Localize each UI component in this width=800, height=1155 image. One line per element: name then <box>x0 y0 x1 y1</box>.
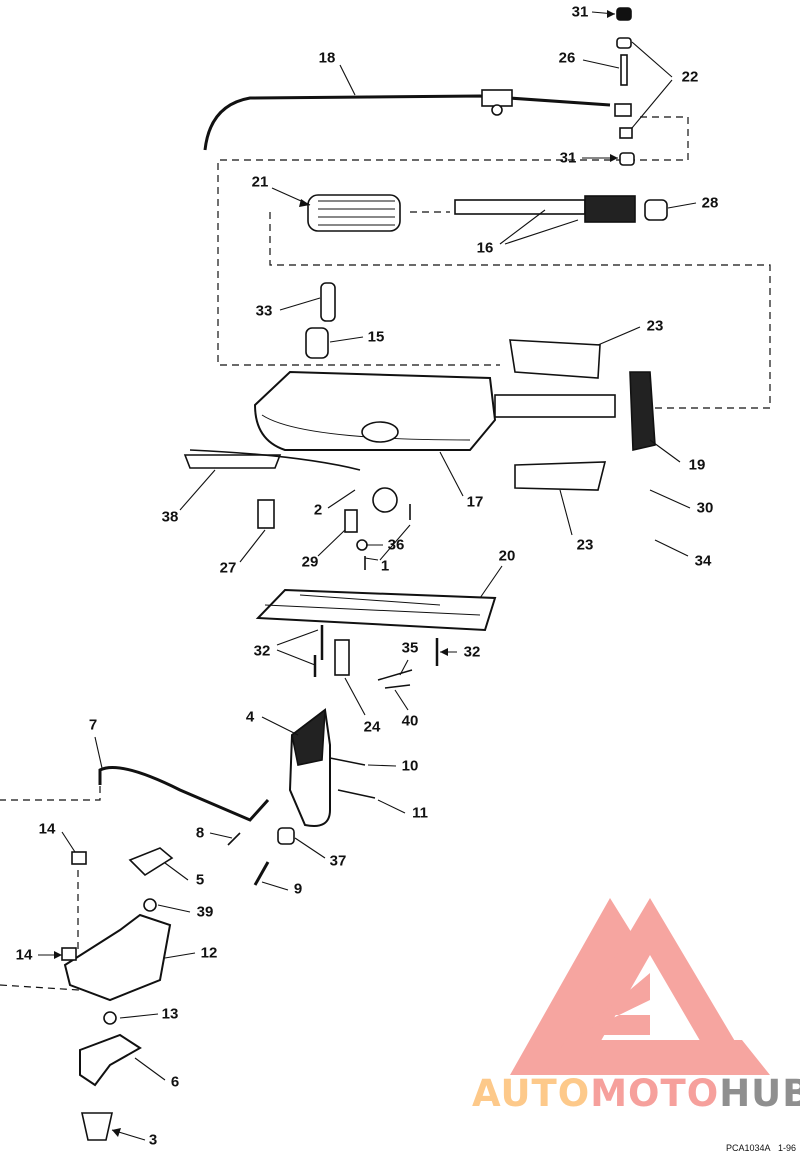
automotohub-watermark: AUTOMOTOHUB <box>472 1072 800 1115</box>
callout-label: 29 <box>301 553 319 571</box>
callout-label: 4 <box>245 708 255 726</box>
callout-label: 32 <box>253 642 271 660</box>
callout-label: 15 <box>367 328 385 346</box>
figure-code: PCA1034A 1-96 <box>726 1143 796 1153</box>
callout-label: 31 <box>559 149 577 167</box>
callout-label: 1 <box>380 557 390 575</box>
leader-lines <box>38 11 697 1141</box>
callout-label: 33 <box>255 302 273 320</box>
callout-label: 36 <box>387 536 405 554</box>
callout-label: 34 <box>694 552 712 570</box>
leader-arrowheads <box>54 10 618 1137</box>
callout-label: 18 <box>318 49 336 67</box>
callout-label: 38 <box>161 508 179 526</box>
callout-label: 13 <box>161 1005 179 1023</box>
logo-hub: HUB <box>719 1072 800 1115</box>
callout-label: 40 <box>401 712 419 730</box>
callout-label: 2 <box>313 501 323 519</box>
callout-label: 5 <box>195 871 205 889</box>
callout-label: 20 <box>498 547 516 565</box>
logo-auto: AUTO <box>472 1072 591 1115</box>
callout-label: 10 <box>401 757 419 775</box>
callout-label: 32 <box>463 643 481 661</box>
callout-label: 23 <box>646 317 664 335</box>
assembly-dash-lines <box>0 116 771 993</box>
callout-label: 23 <box>576 536 594 554</box>
callout-label: 31 <box>571 3 589 21</box>
callout-label: 11 <box>412 804 428 822</box>
callout-label: 6 <box>170 1073 180 1091</box>
callout-label: 12 <box>200 944 218 962</box>
callout-label: 17 <box>466 493 484 511</box>
callout-label: 9 <box>293 880 303 898</box>
callout-label: 16 <box>476 239 494 257</box>
callout-label: 7 <box>88 716 98 734</box>
callout-label: 22 <box>681 68 699 86</box>
callout-label: 28 <box>701 194 719 212</box>
callout-label: 21 <box>251 173 269 191</box>
callout-label: 27 <box>219 559 237 577</box>
callout-label: 35 <box>401 639 419 657</box>
callout-label: 14 <box>15 946 33 964</box>
callout-label: 37 <box>329 852 347 870</box>
cable <box>203 94 611 151</box>
callout-label: 14 <box>38 820 56 838</box>
automotohub-logo-mark <box>510 898 770 1075</box>
figure-date: 1-96 <box>777 1143 796 1153</box>
callout-label: 24 <box>363 718 381 736</box>
callout-label: 30 <box>696 499 714 517</box>
logo-moto: MOTO <box>590 1072 720 1115</box>
callout-label: 26 <box>558 49 576 67</box>
figure-id: PCA1034A <box>725 1143 771 1153</box>
callout-label: 19 <box>688 456 706 474</box>
callout-label: 8 <box>195 824 205 842</box>
callout-label: 3 <box>148 1131 158 1149</box>
callout-label: 39 <box>196 903 214 921</box>
